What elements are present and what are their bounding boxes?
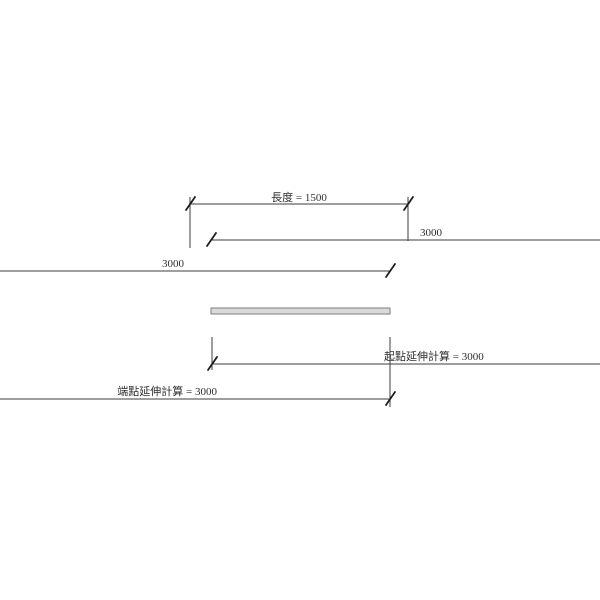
tick-mark [185,196,196,211]
dimension-start-extension: 起點延伸計算 = 3000 [207,337,600,371]
tick-slash [206,232,217,247]
tick-mark [385,391,396,406]
upper-offset-label: 3000 [420,227,443,239]
dimension-length: 長度 = 1500 [185,190,414,248]
beam-element [210,307,391,315]
tick-slash [385,391,396,406]
start-extension-label: 起點延伸計算 = 3000 [384,349,484,363]
dimension-lower-3000: 3000 [0,258,396,278]
dimension-upper-3000: 3000 [206,227,600,247]
tick-slash [185,196,196,211]
tick-slash [403,196,414,211]
tick-mark [385,263,396,278]
length-dimension-label: 長度 = 1500 [271,190,327,204]
tick-mark [207,356,218,371]
tick-slash [385,263,396,278]
tick-mark [403,196,414,211]
lower-offset-label: 3000 [162,258,185,270]
tick-mark [206,232,217,247]
end-extension-label: 端點延伸計算 = 3000 [117,384,217,398]
tick-slash [207,356,218,371]
dimension-end-extension: 端點延伸計算 = 3000 [0,337,396,407]
